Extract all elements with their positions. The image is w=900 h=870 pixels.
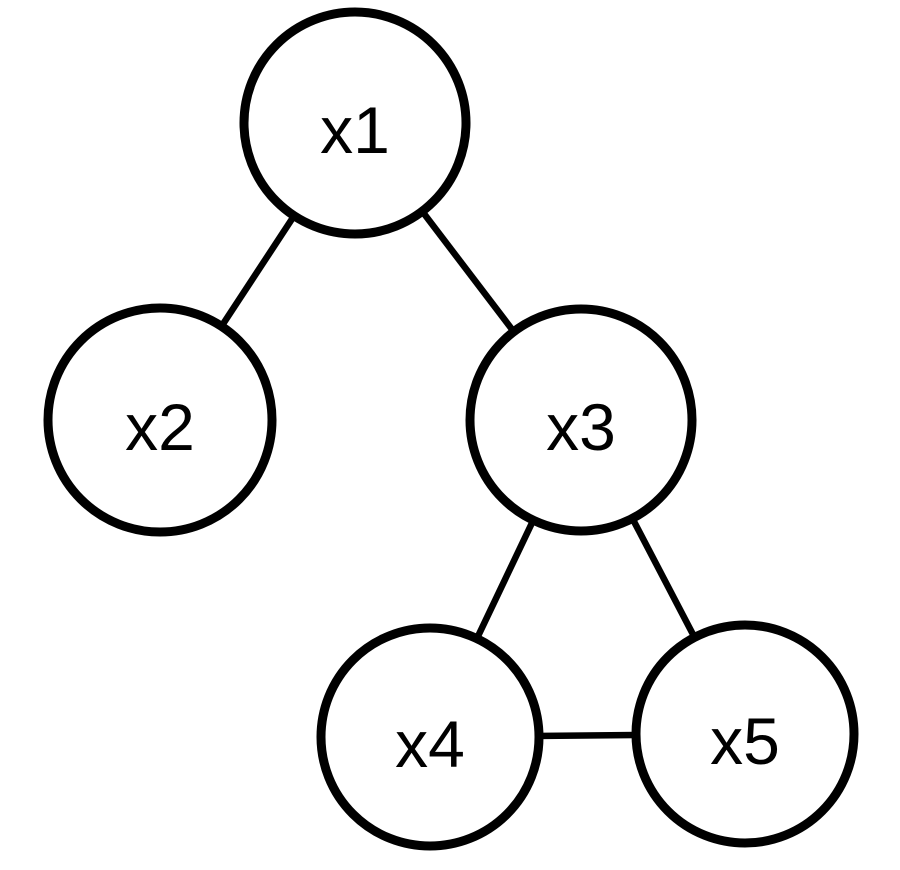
node-x3: x3 [465, 304, 697, 536]
node-label-x1: x1 [320, 93, 390, 167]
node-label-x4: x4 [395, 707, 465, 781]
node-label-x3: x3 [546, 390, 616, 464]
node-circle-x5 [631, 620, 859, 848]
node-circle-x2 [43, 303, 277, 537]
node-x1: x1 [239, 7, 471, 239]
node-label-x5: x5 [710, 704, 780, 778]
node-circle-x1 [239, 7, 471, 239]
node-circle-x3 [465, 304, 697, 536]
node-label-x2: x2 [125, 390, 195, 464]
node-circle-x4 [316, 623, 544, 851]
node-x2: x2 [43, 303, 277, 537]
node-x4: x4 [316, 623, 544, 851]
node-x5: x5 [631, 620, 859, 848]
